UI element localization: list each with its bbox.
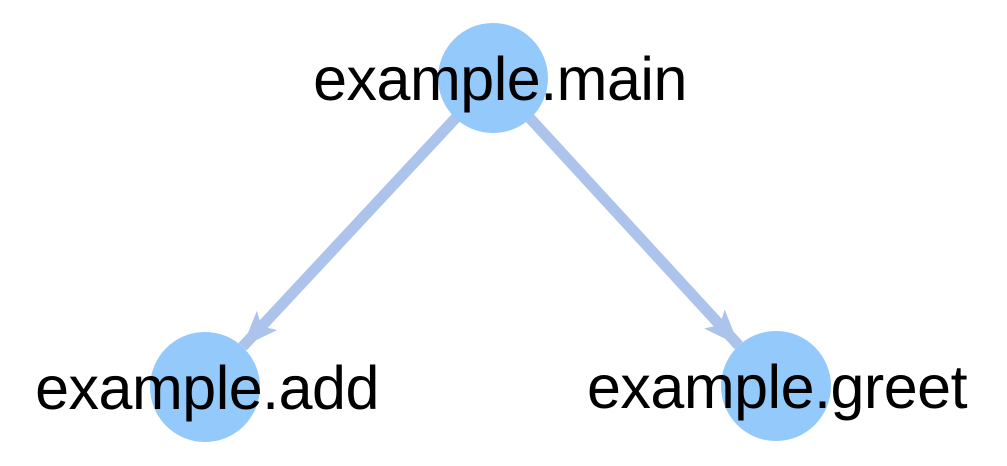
- node-circle-example-greet: [721, 331, 831, 441]
- node-circle-example-add: [150, 332, 260, 442]
- node-label-example-main: example.main: [313, 44, 687, 113]
- node-circle-example-main: [438, 23, 548, 133]
- node-label-example-greet: example.greet: [586, 352, 968, 421]
- edge-main-to-add: [238, 74, 498, 351]
- node-label-example-add: example.add: [35, 353, 379, 422]
- edge-main-to-greet: [488, 74, 743, 350]
